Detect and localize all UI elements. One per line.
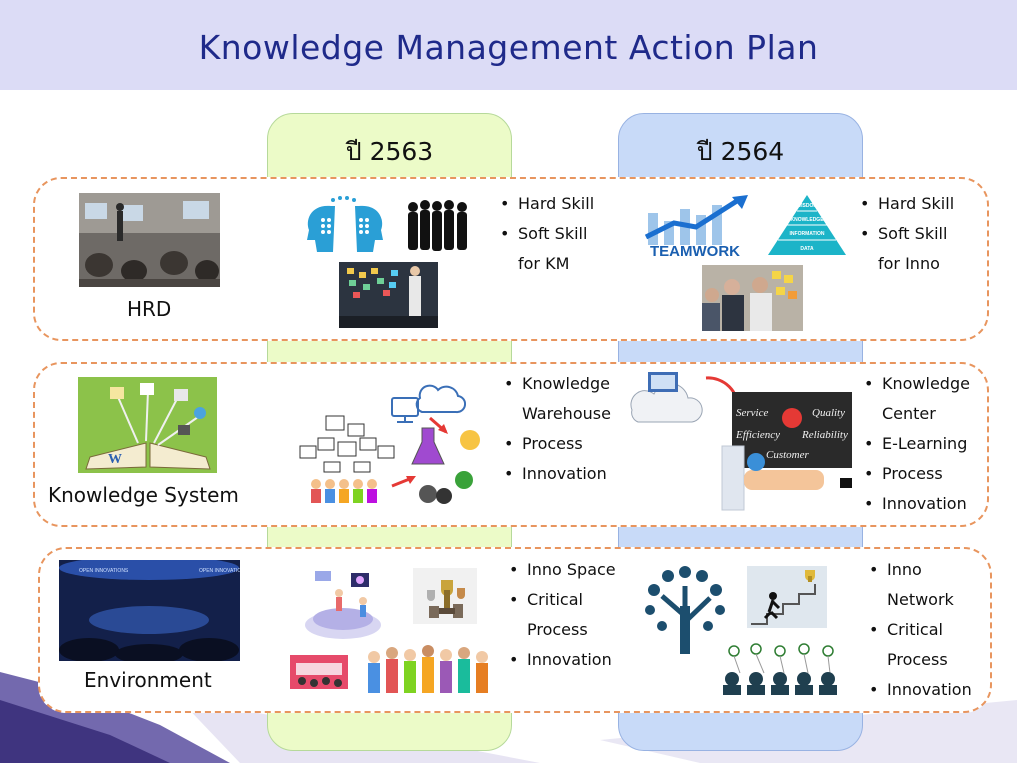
trophies-icon — [413, 568, 477, 624]
svg-text:OPEN INNOVATIONS: OPEN INNOVATIONS — [199, 568, 240, 574]
presentation-board-photo — [339, 262, 438, 328]
list-item: Inno Space — [509, 555, 616, 585]
list-item: Innovation — [869, 675, 972, 705]
e-learning-cloud-illustration: Service Quality Efficiency ReliabilityCust… — [630, 372, 852, 511]
list-item: Innovation — [504, 459, 611, 489]
hrd-2564-list: Hard Skill Soft Skill for Inno — [860, 189, 954, 279]
inno-space-isometric-image — [305, 571, 381, 639]
list-item: E-Learning — [864, 429, 970, 459]
knowledge-cloud-process-illustration — [299, 384, 480, 504]
svg-text:W: W — [108, 452, 122, 467]
stairs-to-trophy-image — [747, 566, 827, 628]
row-label-environment: Environment — [84, 668, 212, 692]
list-item: for KM — [518, 254, 570, 273]
meeting-room-photo — [290, 655, 348, 689]
list-item: Warehouse — [522, 404, 611, 423]
network-tree-icon — [645, 566, 725, 654]
list-item: Network — [887, 590, 954, 609]
env-2564-list: Inno Network Critical Process Innovation — [869, 555, 972, 705]
knowledge-pyramid-icon: WISDOM KNOWLEDGE INFORMATION DATA — [768, 195, 846, 255]
svg-text:INFORMATION: INFORMATION — [790, 231, 825, 237]
column-2564-heading: ปี 2564 — [696, 137, 785, 166]
open-book-illustration: W — [78, 377, 217, 473]
list-item: Process — [527, 620, 588, 639]
teamwork-text: TEAMWORK — [650, 243, 740, 259]
svg-text:KNOWLEDGE: KNOWLEDGE — [790, 217, 824, 223]
svg-text:Reliability: Reliability — [801, 429, 848, 441]
row-label-hrd: HRD — [127, 297, 172, 321]
team-silhouettes-icon — [408, 200, 467, 251]
diverse-people-illustration — [368, 645, 488, 693]
svg-text:OPEN INNOVATIONS: OPEN INNOVATIONS — [79, 568, 129, 574]
list-item: Soft Skill — [860, 219, 954, 249]
ks-2564-list: Knowledge Center E-Learning Process Inno… — [864, 369, 970, 519]
list-item: Process — [504, 429, 611, 459]
hrd-classroom-photo — [79, 193, 220, 287]
list-item: Knowledge — [864, 369, 970, 399]
list-item: Soft Skill — [500, 219, 594, 249]
team-sticky-notes-photo — [702, 265, 803, 331]
svg-text:Efficiency: Efficiency — [735, 429, 780, 441]
title-banner — [0, 0, 1017, 90]
svg-text:Quality: Quality — [812, 407, 845, 419]
list-item: Innovation — [864, 489, 970, 519]
teamwork-graph-image: TEAMWORK — [644, 195, 748, 259]
open-innovations-stage-photo: OPEN INNOVATIONS OPEN INNOVATIONS — [59, 560, 240, 661]
env-2563-list: Inno Space Critical Process Innovation — [509, 555, 616, 675]
list-item: Critical — [869, 615, 972, 645]
list-item: Process — [864, 459, 970, 489]
list-item: Knowledge — [504, 369, 611, 399]
page-title: Knowledge Management Action Plan — [198, 28, 819, 67]
hrd-2563-list: Hard Skill Soft Skill for KM — [500, 189, 594, 279]
list-item: Innovation — [509, 645, 616, 675]
list-item: Inno — [869, 555, 972, 585]
list-item: Hard Skill — [860, 189, 954, 219]
svg-text:Service: Service — [736, 407, 768, 419]
row-label-knowledge-system: Knowledge System — [48, 483, 239, 507]
list-item: for Inno — [878, 254, 940, 273]
list-item: Process — [887, 650, 948, 669]
connected-audience-illustration — [723, 643, 837, 695]
ks-2563-list: Knowledge Warehouse Process Innovation — [504, 369, 611, 489]
svg-text:Customer: Customer — [766, 449, 810, 461]
column-2563-heading: ปี 2563 — [345, 137, 434, 166]
svg-text:DATA: DATA — [800, 246, 814, 252]
list-item: Hard Skill — [500, 189, 594, 219]
list-item: Center — [882, 404, 936, 423]
svg-text:WISDOM: WISDOM — [796, 203, 817, 209]
list-item: Critical — [509, 585, 616, 615]
brain-heads-icon — [307, 196, 383, 252]
